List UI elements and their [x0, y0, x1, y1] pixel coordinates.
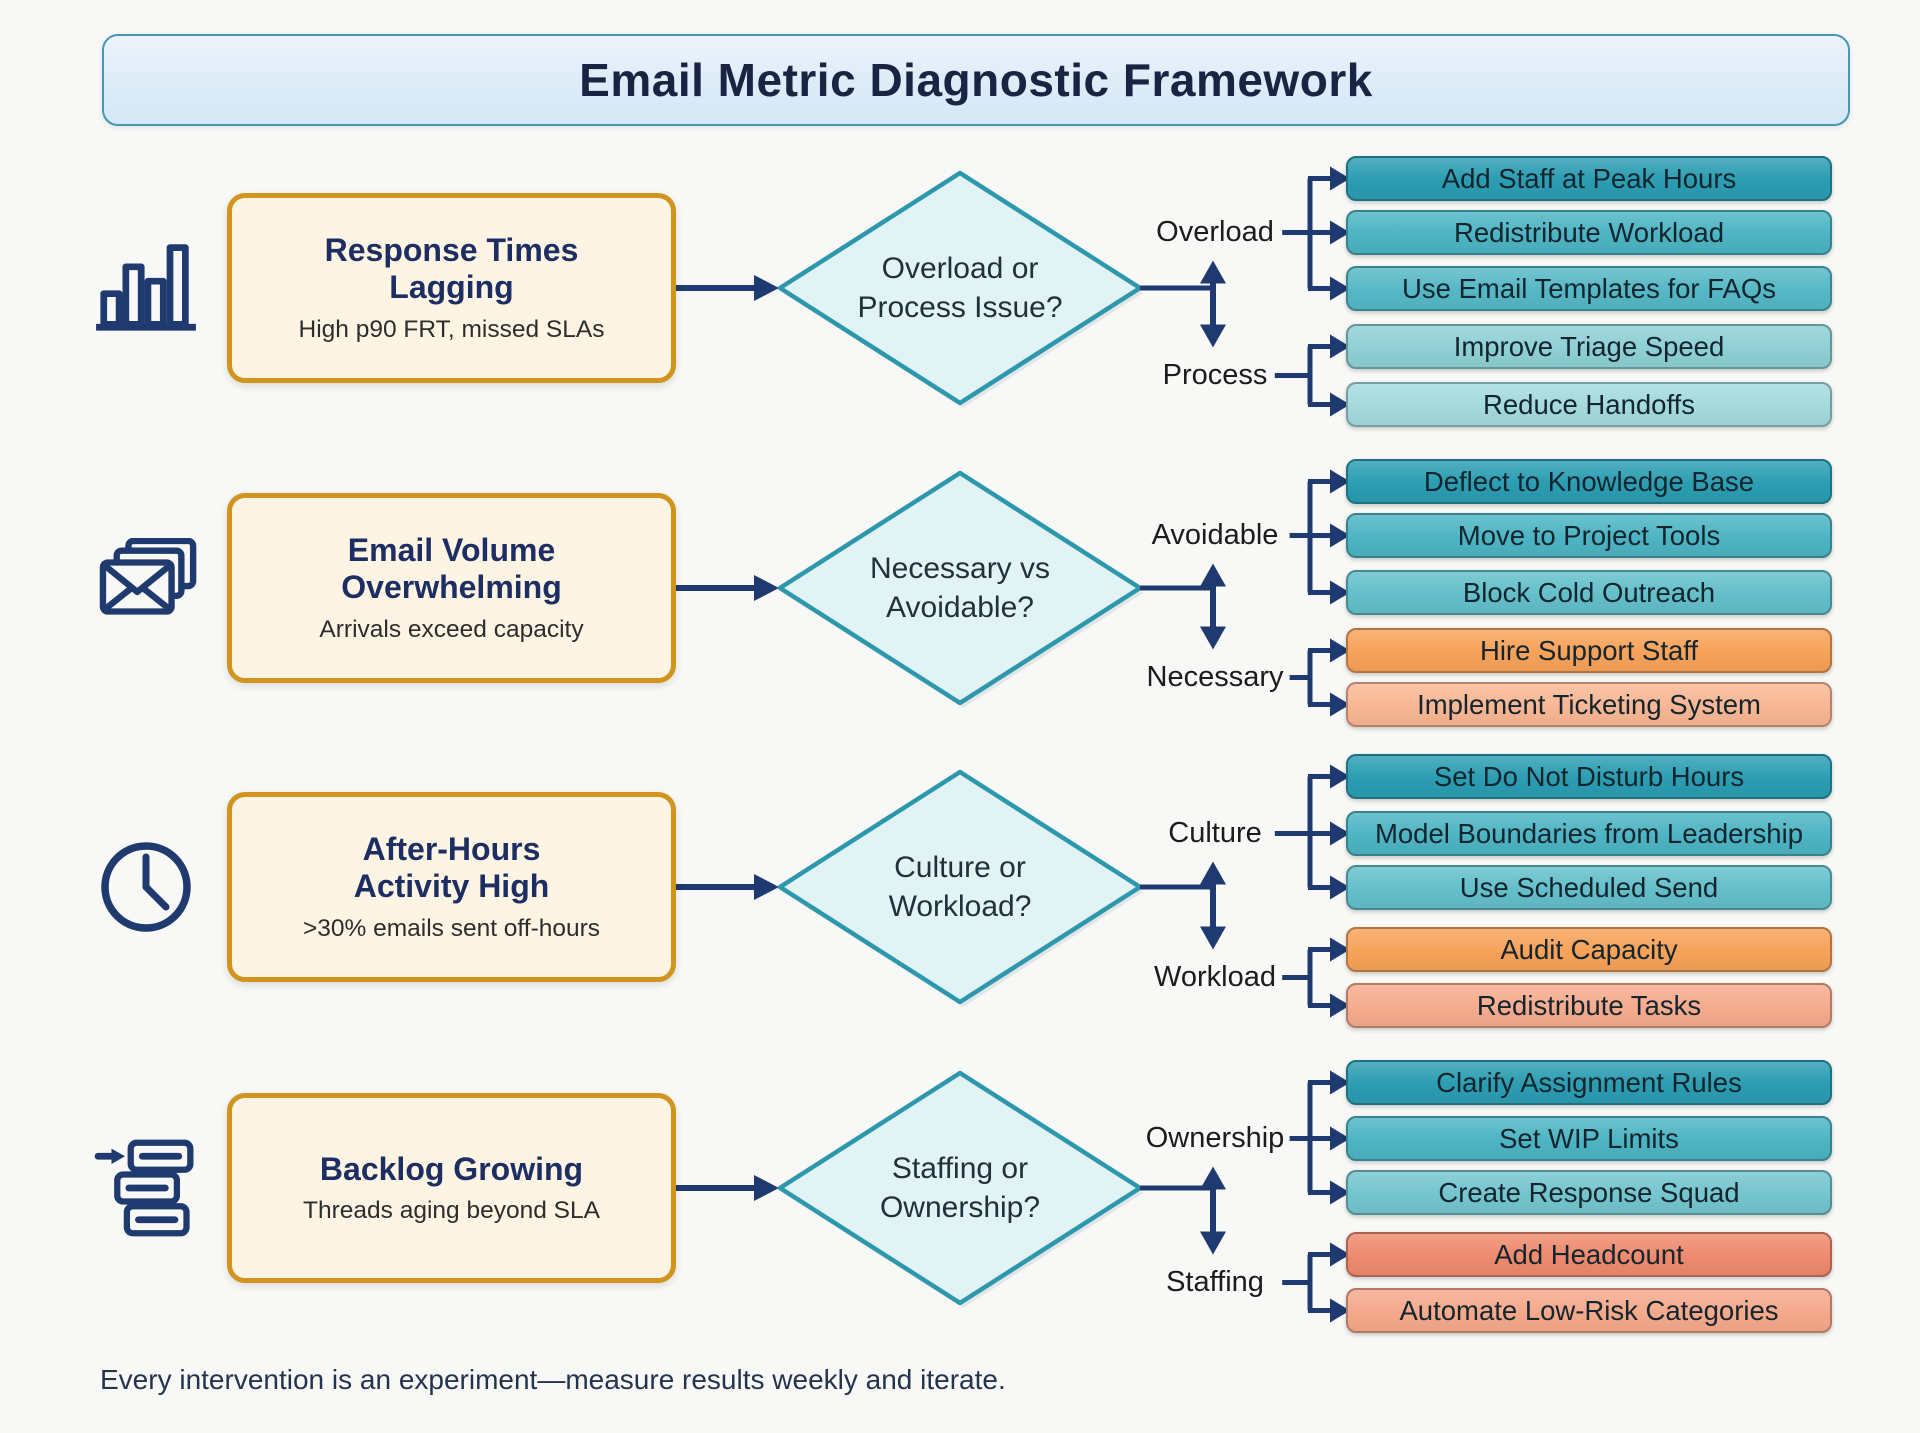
branch-label-process: Process [1162, 359, 1268, 391]
action-automate-low-risk-categories: Automate Low-Risk Categories [1346, 1288, 1832, 1333]
action-clarify-assignment-rules: Clarify Assignment Rules [1346, 1060, 1832, 1105]
action-block-cold-outreach: Block Cold Outreach [1346, 570, 1832, 615]
branch-label-necessary: Necessary [1146, 661, 1284, 693]
action-deflect-to-knowledge-base: Deflect to Knowledge Base [1346, 459, 1832, 504]
action-hire-support-staff: Hire Support Staff [1346, 628, 1832, 673]
action-redistribute-tasks: Redistribute Tasks [1346, 983, 1832, 1028]
branch-label-workload: Workload [1154, 961, 1276, 993]
problem-title: Backlog Growing [319, 1150, 584, 1187]
clock-icon [94, 837, 206, 939]
problem-subtitle: Arrivals exceed capacity [319, 616, 584, 644]
footer-note: Every intervention is an experiment—meas… [100, 1364, 1006, 1395]
action-add-staff-at-peak-hours: Add Staff at Peak Hours [1346, 156, 1832, 201]
action-use-email-templates-for-faqs: Use Email Templates for FAQs [1346, 266, 1832, 311]
action-model-boundaries-from-leadership: Model Boundaries from Leadership [1346, 811, 1832, 856]
problem-subtitle: Threads aging beyond SLA [303, 1197, 600, 1225]
action-reduce-handoffs: Reduce Handoffs [1346, 382, 1832, 427]
backlog-stack-icon [94, 1138, 206, 1240]
envelope-stack-icon [94, 537, 206, 640]
action-improve-triage-speed: Improve Triage Speed [1346, 324, 1832, 369]
problem-subtitle: >30% emails sent off-hours [302, 915, 601, 943]
action-audit-capacity: Audit Capacity [1346, 927, 1832, 972]
action-redistribute-workload: Redistribute Workload [1346, 210, 1832, 255]
problem-subtitle: High p90 FRT, missed SLAs [298, 316, 605, 344]
branch-label-overload: Overload [1156, 216, 1274, 248]
branch-label-staffing: Staffing [1166, 1266, 1264, 1298]
action-create-response-squad: Create Response Squad [1346, 1170, 1832, 1215]
action-move-to-project-tools: Move to Project Tools [1346, 513, 1832, 558]
bar-chart-icon [94, 238, 206, 340]
action-set-do-not-disturb-hours: Set Do Not Disturb Hours [1346, 754, 1832, 799]
action-use-scheduled-send: Use Scheduled Send [1346, 865, 1832, 910]
title-bar: Email Metric Diagnostic Framework [102, 34, 1850, 126]
action-implement-ticketing-system: Implement Ticketing System [1346, 682, 1832, 727]
page-title: Email Metric Diagnostic Framework [579, 54, 1373, 106]
action-set-wip-limits: Set WIP Limits [1346, 1116, 1832, 1161]
action-add-headcount: Add Headcount [1346, 1232, 1832, 1277]
branch-label-avoidable: Avoidable [1151, 519, 1279, 551]
branch-label-ownership: Ownership [1145, 1122, 1285, 1154]
branch-label-culture: Culture [1168, 817, 1262, 849]
